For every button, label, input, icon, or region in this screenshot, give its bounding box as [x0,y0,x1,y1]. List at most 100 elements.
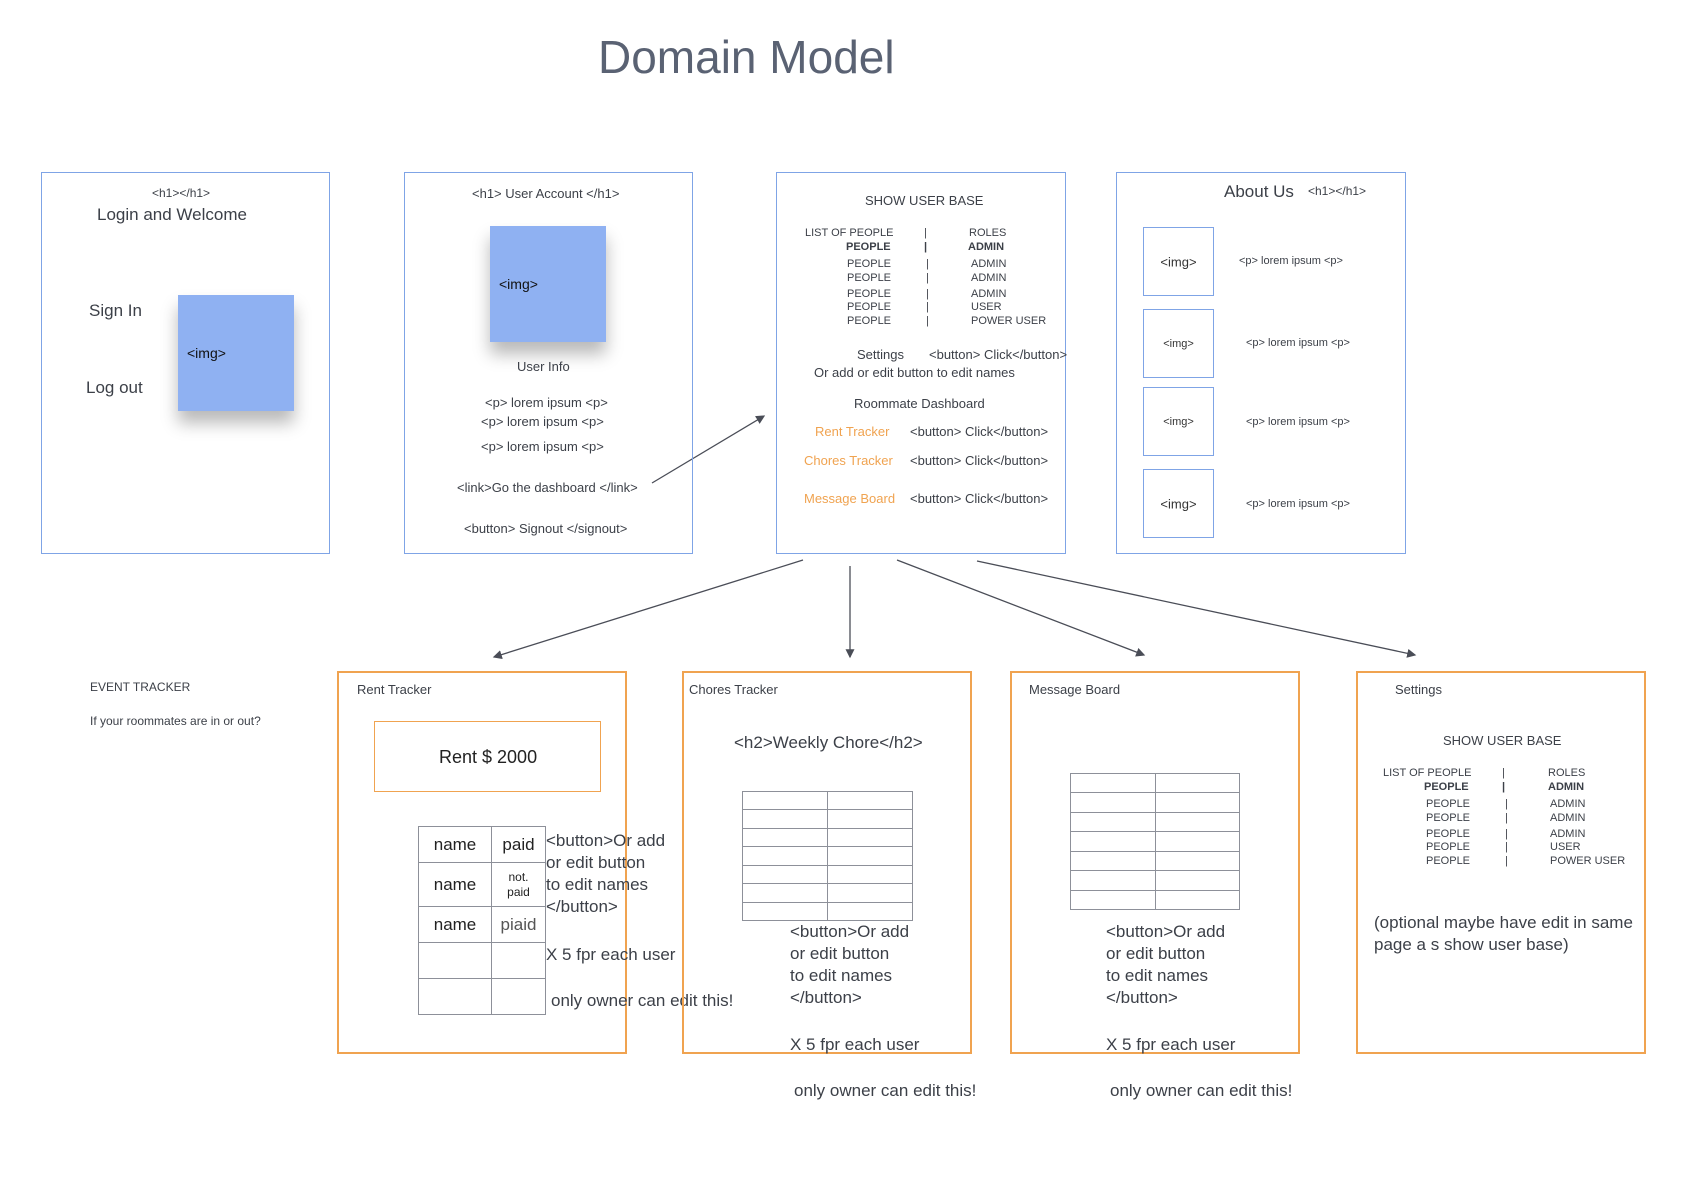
about-image: <img> [1143,469,1214,538]
settings-frame-label: Settings [1395,682,1442,697]
table-row [742,809,913,829]
dashboard-col-roles: ROLES [969,227,1007,239]
signout-button[interactable]: <button> Signout </signout> [464,521,628,536]
sign-in-link[interactable]: Sign In [89,301,142,320]
table-cell [1070,772,1156,794]
dashboard-heading: SHOW USER BASE [865,193,984,208]
message-frame-label: Message Board [1029,682,1121,697]
dashboard-row-people: PEOPLE [847,301,892,313]
dashboard-frame [776,172,1066,554]
table-cell [1070,870,1156,891]
login-image-label: <img> [187,345,226,361]
settings-row-sep: | [1505,855,1508,867]
about-h1-tag: <h1></h1> [1308,184,1367,198]
message-grid [1070,772,1240,911]
table-cell [1154,870,1240,891]
roommate-dashboard-label: Roommate Dashboard [854,396,985,411]
dashboard-row-people: PEOPLE [847,288,892,300]
chores-frame [682,671,972,1054]
arrow-dashboard-to-message [896,559,1146,657]
dashboard-col-people: LIST OF PEOPLE [805,227,894,239]
table-cell [827,901,913,922]
about-text: <p> lorem ipsum <p> [1239,255,1343,267]
settings-row-people: PEOPLE [1426,855,1471,867]
table-row [1070,772,1240,794]
rent-table: name paid name not. paid name piaid [418,826,546,1015]
table-row [742,846,913,866]
dashboard-row-sep: | [926,301,929,313]
table-cell [418,942,492,979]
table-cell: not. paid [491,862,546,907]
message-each-user-note: X 5 fpr each user [1106,1035,1236,1054]
chores-tracker-button[interactable]: <button> Click</button> [910,453,1049,468]
table-cell [491,978,546,1015]
rent-owner-note: only owner can edit this! [551,991,734,1010]
rent-frame-label: Rent Tracker [357,682,432,697]
table-cell [1070,850,1156,872]
table-cell: paid [491,826,546,863]
log-out-link[interactable]: Log out [86,378,143,397]
dashboard-row-sep: | [926,272,929,284]
event-tracker-title: EVENT TRACKER [90,680,191,694]
message-board-label: Message Board [804,491,896,506]
settings-col-roles: ROLES [1548,767,1586,779]
chores-edit-note: <button>Or add or edit button to edit na… [790,922,910,1007]
table-cell [742,790,828,811]
table-cell [1154,772,1240,794]
dashboard-settings-button[interactable]: <button> Click</button> [929,347,1068,362]
account-p3: <p> lorem ipsum <p> [481,439,604,454]
table-cell [1154,889,1240,911]
login-image: <img> [178,295,294,411]
settings-row-people: PEOPLE [1426,798,1471,810]
about-image: <img> [1143,309,1214,378]
rent-tracker-button[interactable]: <button> Click</button> [910,424,1049,439]
dashboard-settings-label: Settings [857,347,904,362]
settings-row-role: ADMIN [1550,828,1586,840]
table-row [418,978,546,1015]
login-h1-tag: <h1></h1> [152,186,211,200]
about-image-label: <img> [1163,337,1194,350]
account-image: <img> [490,226,606,342]
settings-row-role: USER [1550,841,1581,853]
about-image-label: <img> [1160,496,1197,511]
table-row [742,864,913,885]
about-heading: About Us [1224,182,1294,201]
table-cell [1070,831,1156,852]
dashboard-row-role: ADMIN [971,258,1007,270]
arrow-account-to-dashboard [651,415,766,484]
table-row [1070,889,1240,911]
table-cell [742,883,828,903]
settings-row-role: ADMIN [1548,781,1585,793]
account-frame [404,172,693,554]
table-cell [418,978,492,1015]
settings-col-people: LIST OF PEOPLE [1383,767,1472,779]
settings-row-sep: | [1505,841,1508,853]
settings-row-sep: | [1505,812,1508,824]
dashboard-row-people: PEOPLE [847,315,892,327]
about-text: <p> lorem ipsum <p> [1246,337,1350,349]
table-row [1070,870,1240,891]
table-row [742,790,913,811]
about-image: <img> [1143,387,1214,456]
arrow-dashboard-to-settings [976,560,1417,658]
settings-row-people: PEOPLE [1424,781,1469,793]
message-board-button[interactable]: <button> Click</button> [910,491,1049,506]
dashboard-link[interactable]: <link>Go the dashboard </link> [457,480,638,495]
table-cell [827,790,913,811]
table-cell [491,942,546,979]
dashboard-row-sep: | [926,288,929,300]
table-cell [742,827,828,848]
chores-owner-note: only owner can edit this! [794,1081,977,1100]
settings-row-sep: | [1502,781,1506,793]
about-frame [1116,172,1406,554]
message-owner-note: only owner can edit this! [1110,1081,1293,1100]
table-cell [742,846,828,866]
account-h1-tag: <h1> User Account </h1> [472,186,620,201]
arrow-dashboard-to-rent [492,559,804,660]
table-cell: piaid [491,906,546,943]
dashboard-settings-note: Or add or edit button to edit names [814,365,1015,380]
settings-col-sep: | [1502,767,1505,779]
dashboard-row-sep: | [926,258,929,270]
table-row: name paid [418,826,546,863]
table-cell [1070,792,1156,813]
